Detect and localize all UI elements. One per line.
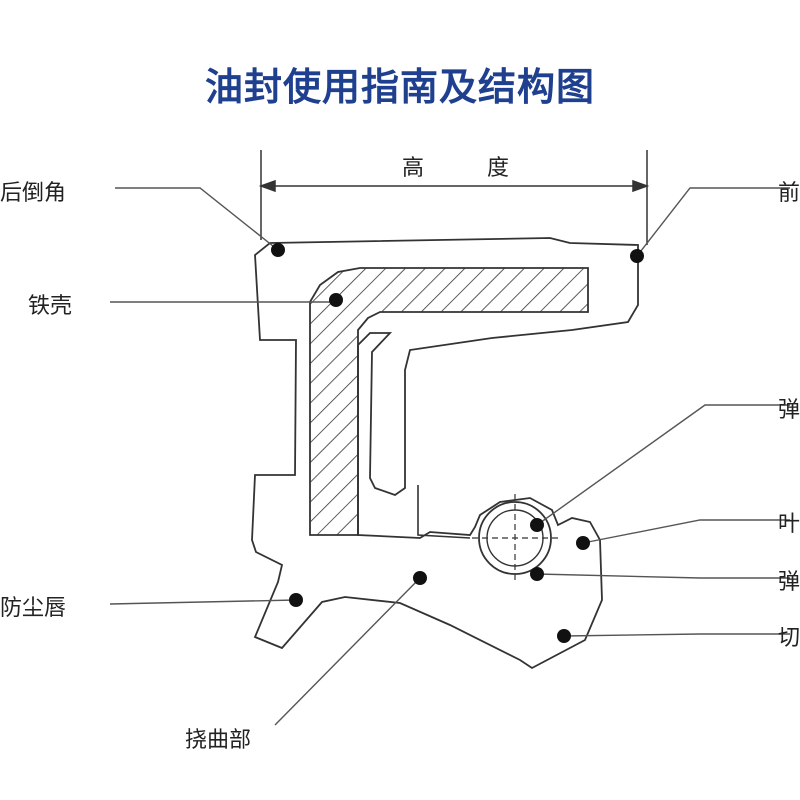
dot-spring-top xyxy=(530,518,544,532)
dot-cut xyxy=(557,629,571,643)
label-flex-part: 挠曲部 xyxy=(185,728,252,753)
spring-section xyxy=(472,494,558,582)
label-front: 前 xyxy=(778,181,800,206)
dot-leaf xyxy=(576,536,590,550)
dot-spring-bottom xyxy=(530,567,544,581)
height-dimension xyxy=(258,150,650,245)
iron-shell-section xyxy=(309,267,589,536)
label-cut: 切 xyxy=(778,626,800,651)
label-iron-shell: 铁壳 xyxy=(28,294,73,319)
label-spring-bottom: 弹 xyxy=(778,570,800,595)
callout-dots xyxy=(271,243,644,643)
leader-lines xyxy=(109,187,790,726)
label-spring-top: 弹 xyxy=(778,398,800,423)
label-dust-lip: 防尘唇 xyxy=(0,596,67,621)
label-leaf: 叶 xyxy=(778,512,800,537)
height-dimension-label: 高 度 xyxy=(402,156,537,181)
dot-front xyxy=(630,249,644,263)
label-rear-chamfer: 后倒角 xyxy=(0,181,67,206)
dot-rear-chamfer xyxy=(271,243,285,257)
dot-dust-lip xyxy=(289,593,303,607)
page-title: 油封使用指南及结构图 xyxy=(204,65,595,109)
inner-lip-line xyxy=(417,485,471,539)
dot-iron-shell xyxy=(329,293,343,307)
dot-flex-part xyxy=(413,571,427,585)
seal-body-outline xyxy=(251,237,639,670)
